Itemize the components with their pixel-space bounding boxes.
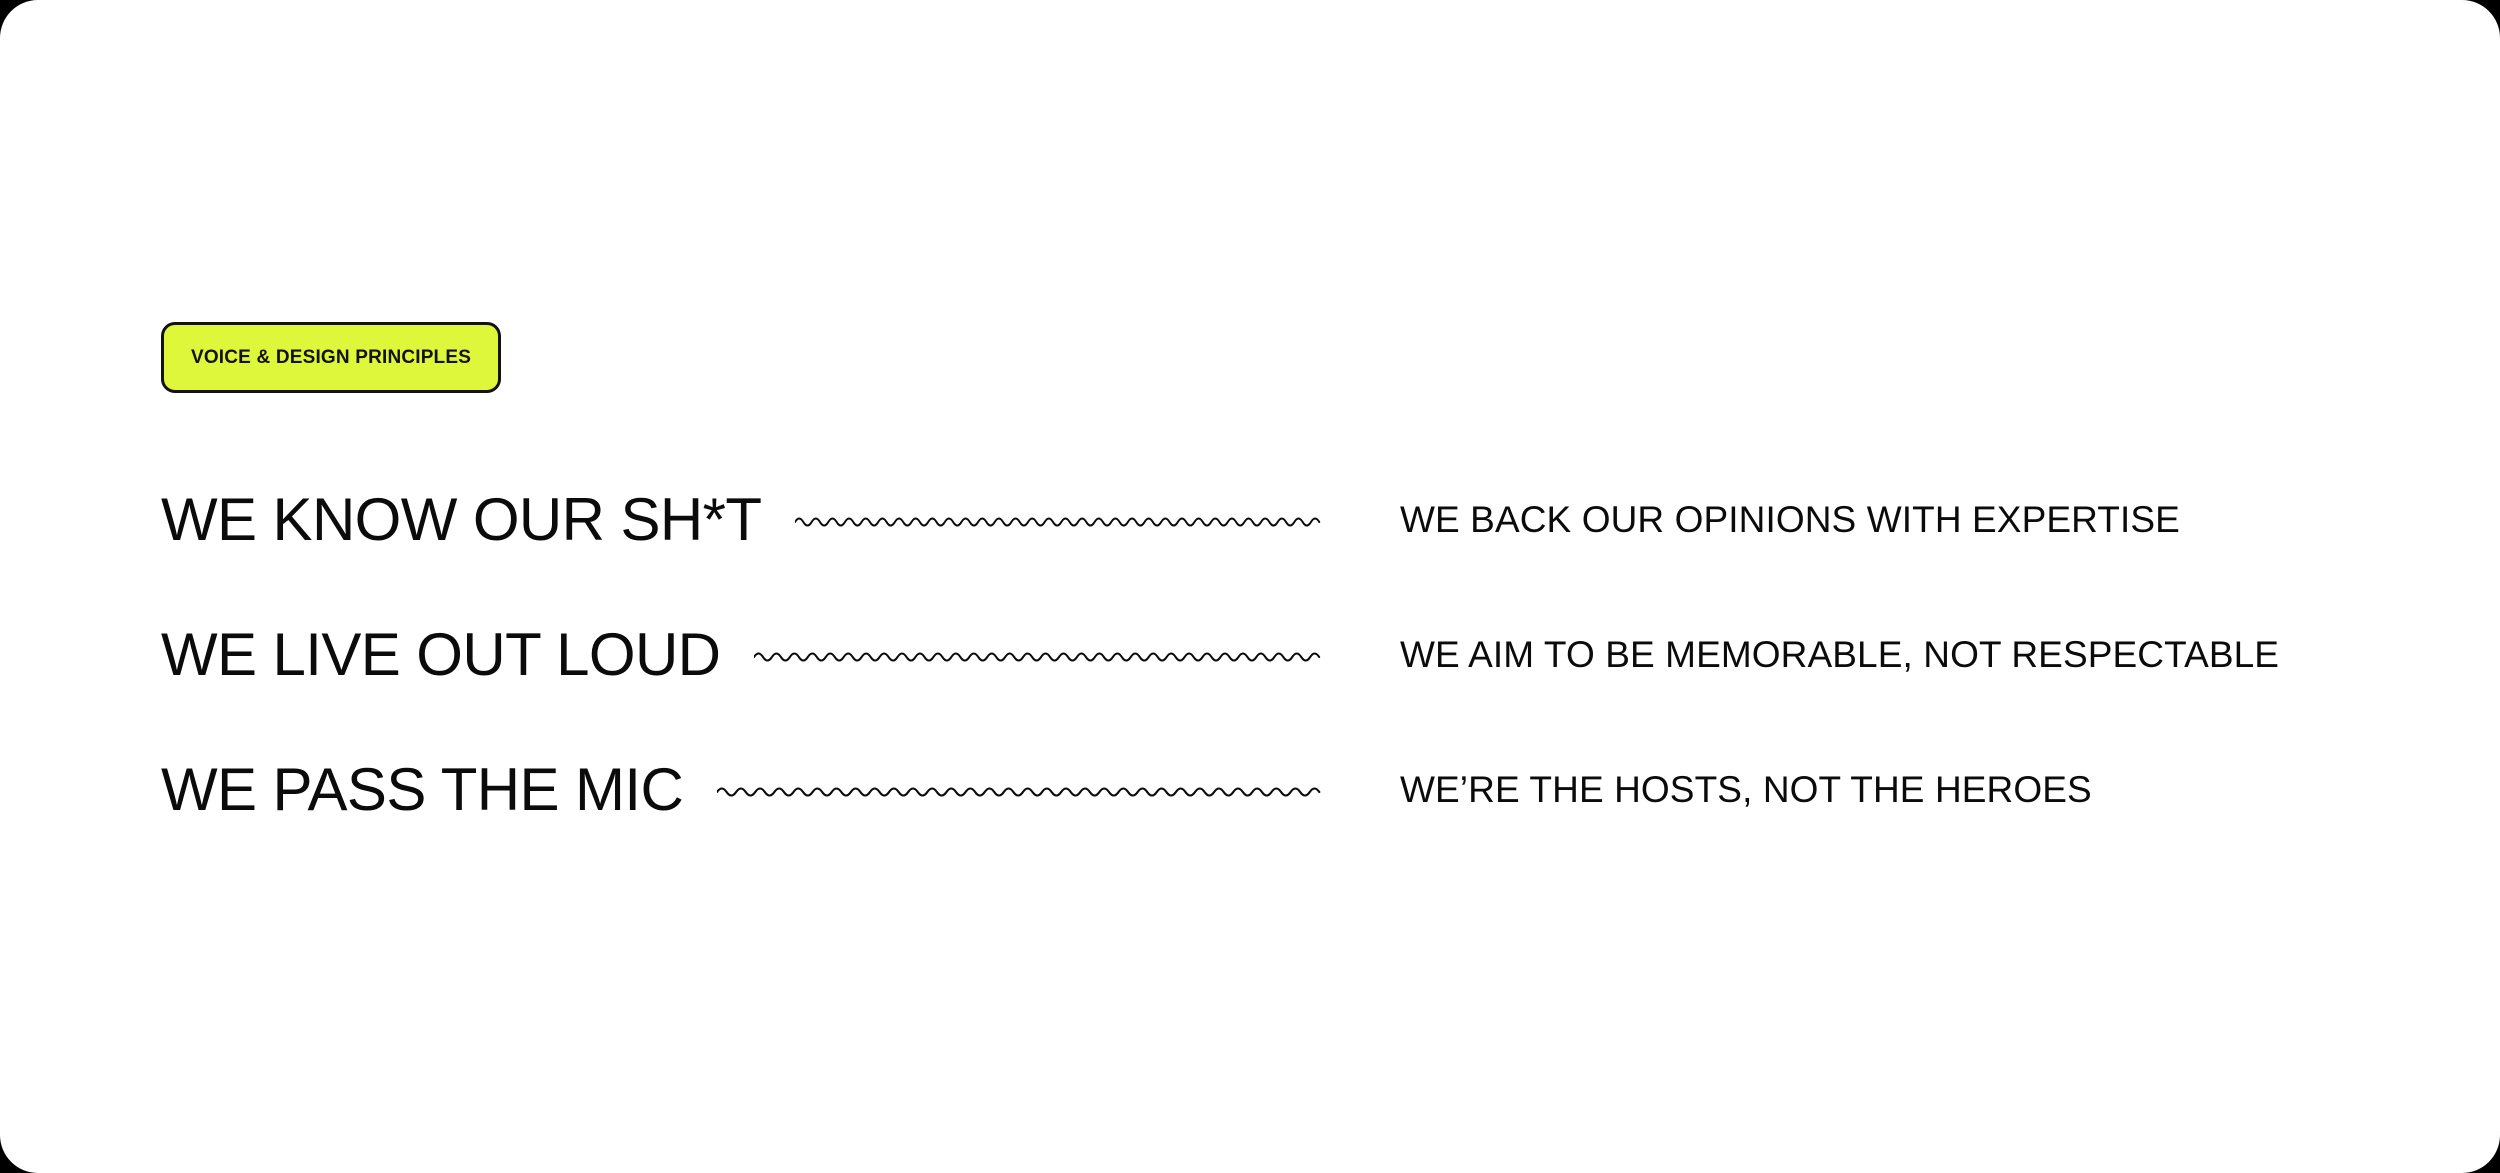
principle-description: WE BACK OUR OPINIONS WITH EXPERTISE (1400, 499, 2180, 540)
section-badge: VOICE & DESIGN PRINCIPLES (161, 322, 502, 393)
principle-row-left: WE LIVE OUT LOUD (161, 620, 1355, 688)
wavy-line-icon (754, 646, 1321, 668)
principle-title: WE KNOW OUR SH*T (161, 485, 762, 553)
principle-description: WE’RE THE HOSTS, NOT THE HEROES (1400, 769, 2092, 810)
principle-description-wrap: WE AIM TO BE MEMORABLE, NOT RESPECTABLE (1400, 587, 2279, 722)
wavy-line-icon (795, 511, 1321, 533)
section-badge-label: VOICE & DESIGN PRINCIPLES (191, 347, 472, 368)
principle-row-left: WE KNOW OUR SH*T (161, 485, 1355, 553)
principle-title: WE PASS THE MIC (161, 755, 684, 823)
principle-description-wrap: WE BACK OUR OPINIONS WITH EXPERTISE (1400, 452, 2180, 587)
wavy-line-icon (717, 781, 1321, 803)
principle-row: WE PASS THE MIC WE’RE THE HOSTS, NOT THE… (161, 722, 2361, 857)
principle-description: WE AIM TO BE MEMORABLE, NOT RESPECTABLE (1400, 634, 2280, 675)
principle-row: WE LIVE OUT LOUD WE AIM TO BE MEMORABLE,… (161, 587, 2361, 722)
principles-list: WE KNOW OUR SH*T WE BACK OUR OPINIONS WI… (161, 452, 2361, 857)
principle-title: WE LIVE OUT LOUD (161, 620, 721, 688)
principle-row: WE KNOW OUR SH*T WE BACK OUR OPINIONS WI… (161, 452, 2361, 587)
principle-row-left: WE PASS THE MIC (161, 755, 1355, 823)
principle-description-wrap: WE’RE THE HOSTS, NOT THE HEROES (1400, 722, 2092, 857)
